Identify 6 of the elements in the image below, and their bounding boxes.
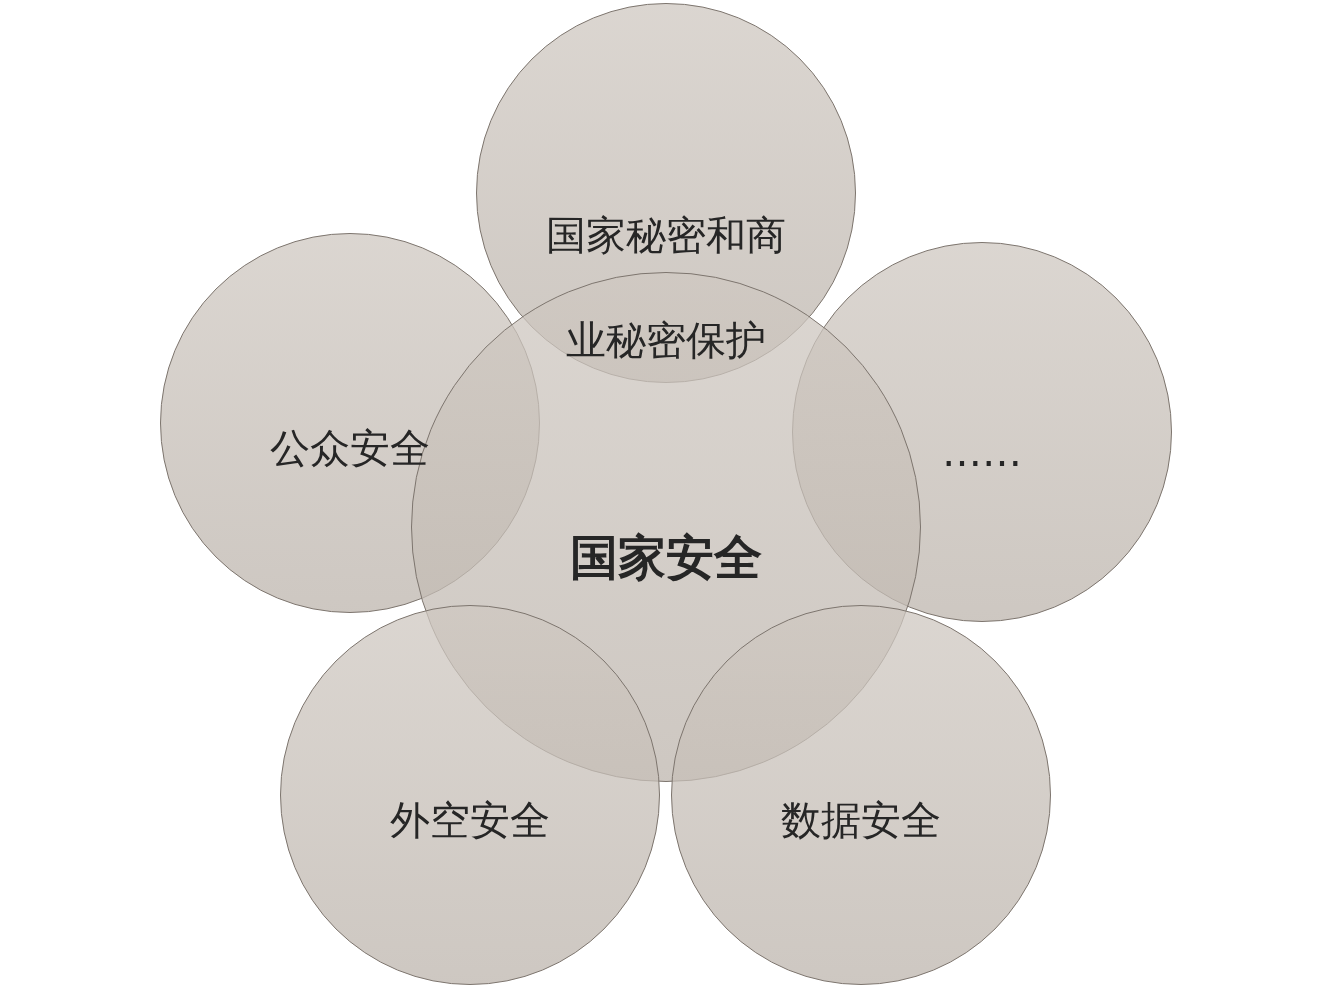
circle-label: 公众安全 — [269, 424, 431, 473]
circle-label: 数据安全 — [780, 796, 942, 845]
circle-label: 外空安全 — [389, 796, 551, 845]
circle-label: …… — [941, 428, 1023, 477]
circle-label: 国家安全 — [569, 528, 763, 587]
circle-label: 国家秘密和商业秘密保护 — [545, 211, 787, 365]
